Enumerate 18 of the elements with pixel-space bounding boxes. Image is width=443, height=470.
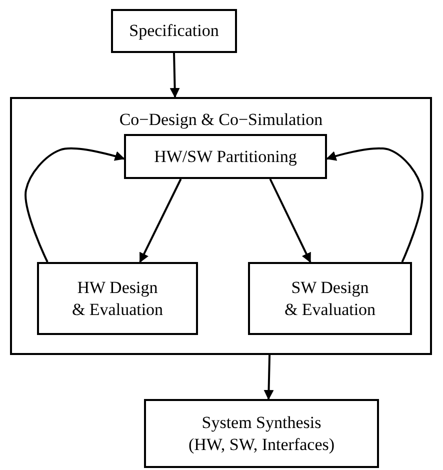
arrow [269, 178, 312, 263]
box-label: System Synthesis (HW, SW, Interfaces) [187, 412, 336, 455]
box-label: Specification [129, 20, 219, 42]
arrow [170, 52, 180, 98]
arrow [24, 147, 125, 262]
process-box [124, 134, 327, 179]
group-title: Co−Design & Co−Simulation [119, 109, 323, 130]
arrow [139, 178, 182, 263]
process-box [111, 9, 237, 53]
box-label: HW/SW Partitioning [154, 146, 297, 168]
arrow [326, 147, 424, 262]
process-box [37, 262, 198, 335]
process-box [248, 262, 412, 335]
process-box [144, 399, 379, 468]
box-label: SW Design & Evaluation [284, 277, 376, 320]
arrow [264, 354, 274, 400]
group-box [10, 97, 432, 355]
box-label: HW Design & Evaluation [71, 277, 164, 320]
